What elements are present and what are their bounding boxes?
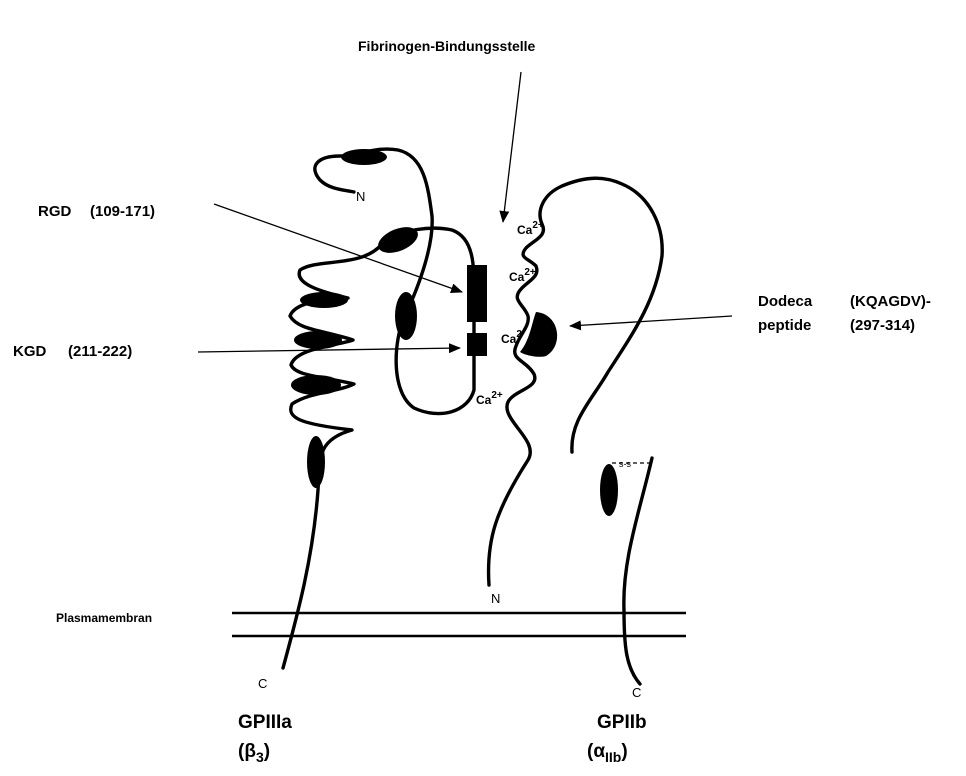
rgd-range: (109-171): [90, 203, 155, 220]
gpiiia-domain-1: [300, 292, 348, 308]
gpiiia-chain: [283, 149, 474, 668]
gpiiia-domain-loop: [374, 222, 421, 258]
membrane-label: Plasmamembran: [56, 611, 152, 625]
gpiiia-name: GPIIIa: [238, 712, 292, 733]
gpiiia-c-terminus: C: [258, 676, 267, 691]
gpiiia-domain-2: [294, 331, 342, 349]
gpiiia-n-terminus: N: [356, 189, 365, 204]
gpiiia-domain-stalk: [307, 436, 325, 488]
gpiib-c-chain: [624, 458, 652, 684]
rgd-arrow: [214, 204, 462, 292]
gpiiia-domain-top: [341, 149, 387, 165]
fibrinogen-site-label: Fibrinogen-Bindungsstelle: [358, 38, 536, 54]
gpiib-name: GPIIb: [597, 712, 647, 733]
calcium-label-4: Ca2+: [476, 390, 503, 407]
calcium-label-3: Ca2: [501, 329, 522, 346]
kgd-name: KGD: [13, 343, 47, 360]
gpiib-n-terminus: N: [491, 591, 500, 606]
dodeca-line2-b: (297-314): [850, 317, 915, 334]
gpiib-domain-lower: [600, 464, 618, 516]
dodeca-peptide-domain: [520, 312, 557, 357]
gpiiia-symbol: (β3): [238, 741, 270, 765]
dodeca-line1-a: Dodeca: [758, 293, 813, 310]
fibrinogen-arrow: [503, 72, 521, 222]
kgd-arrow: [198, 348, 460, 352]
gpiib-c-terminus: C: [632, 685, 641, 700]
dodeca-line2-a: peptide: [758, 317, 811, 334]
kgd-range: (211-222): [68, 343, 132, 360]
gpiib-symbol: (αIIb): [587, 741, 628, 765]
dodeca-line1-b: (KQAGDV)-: [850, 293, 931, 310]
rgd-site-box: [467, 265, 487, 322]
gpiiia-domain-inner: [395, 292, 417, 340]
rgd-name: RGD: [38, 203, 72, 220]
disulfide-label: s-s: [619, 459, 631, 469]
gpiiia-domain-3: [291, 375, 341, 395]
dodeca-arrow: [570, 316, 732, 326]
kgd-site-box: [467, 333, 487, 356]
